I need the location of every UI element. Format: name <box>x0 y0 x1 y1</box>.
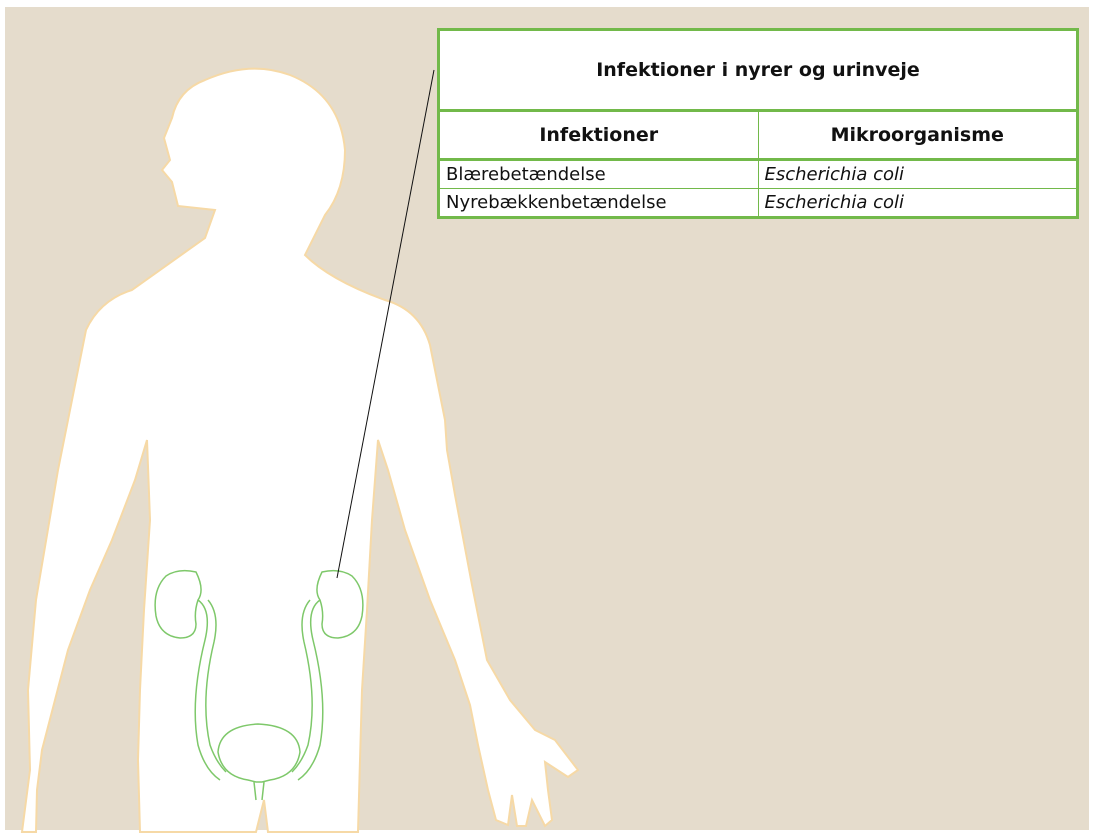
header-infections: Infektioner <box>440 112 758 160</box>
table-title: Infektioner i nyrer og urinveje <box>440 31 1076 112</box>
table-row: Blærebetændelse Escherichia coli <box>440 160 1076 189</box>
table-row: Nyrebækkenbetændelse Escherichia coli <box>440 189 1076 217</box>
infection-name: Blærebetændelse <box>440 160 758 189</box>
organism-name: Escherichia coli <box>758 189 1076 217</box>
infection-table: Infektioner i nyrer og urinveje Infektio… <box>437 28 1079 219</box>
infection-name: Nyrebækkenbetændelse <box>440 189 758 217</box>
header-microorganism: Mikroorganisme <box>758 112 1076 160</box>
infection-grid: Infektioner Mikroorganisme Blærebetændel… <box>440 112 1076 216</box>
table-header-row: Infektioner Mikroorganisme <box>440 112 1076 160</box>
organism-name: Escherichia coli <box>758 160 1076 189</box>
